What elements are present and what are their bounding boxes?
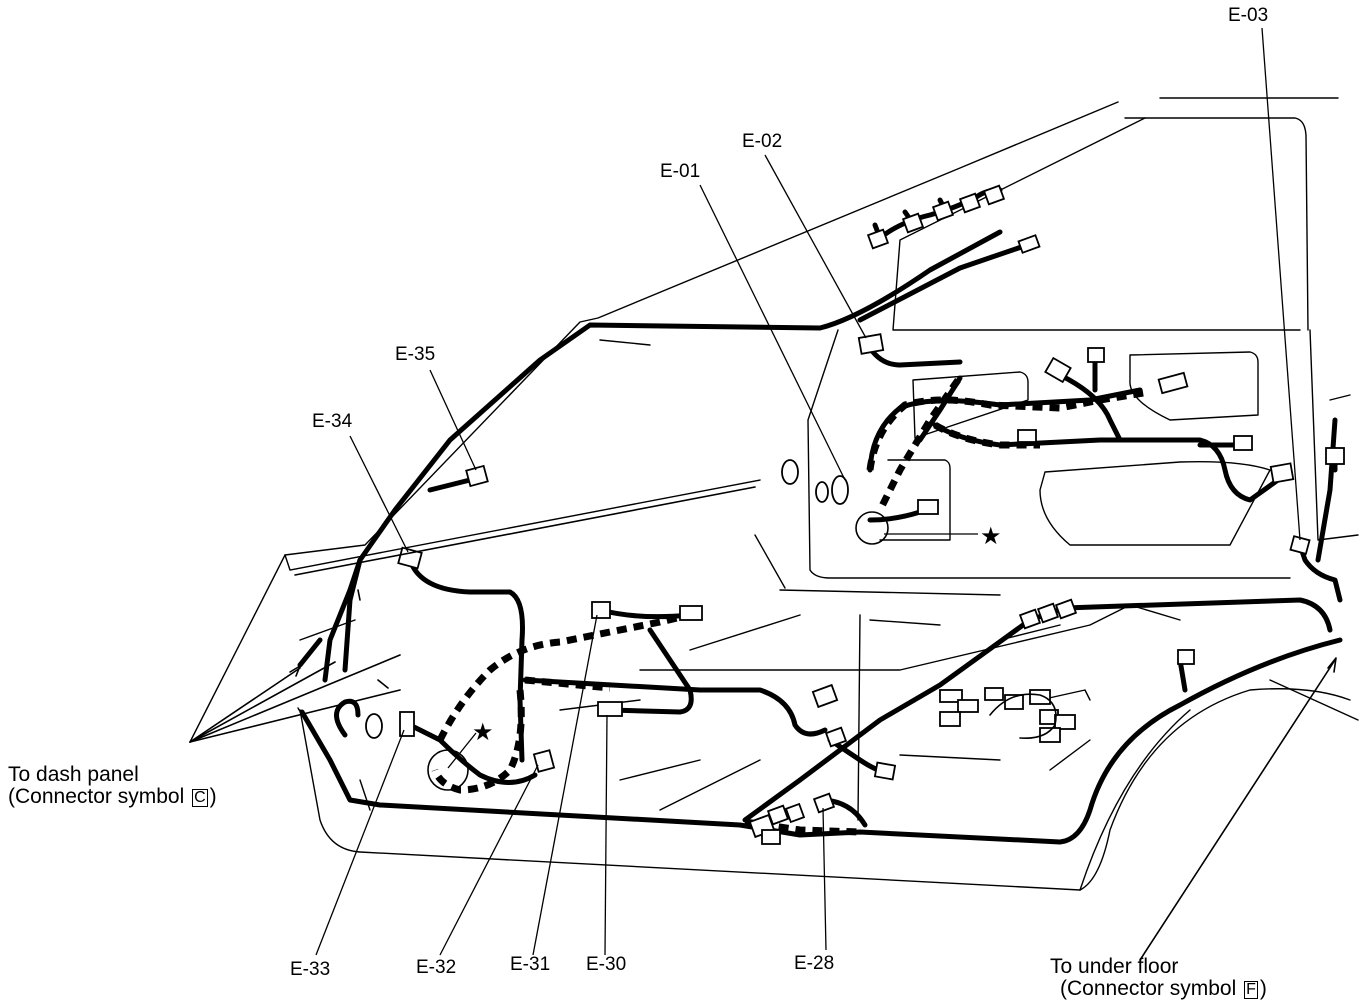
connector-label-e31: E-31 (510, 954, 551, 975)
vehicle-body-outline (189, 97, 1359, 891)
connector-label-e34: E-34 (312, 411, 353, 432)
connector-symbol-c: C (192, 789, 208, 807)
under-floor-note-prefix: (Connector symbol (1060, 977, 1237, 1000)
star-markers: ★ ★ (472, 522, 1002, 746)
dash-panel-note-line2: (Connector symbol C) (8, 786, 217, 808)
star-marker-dash: ★ (472, 718, 494, 746)
connector-label-e02: E-02 (742, 131, 783, 152)
connector-label-e32: E-32 (416, 957, 457, 978)
dash-panel-note-prefix: (Connector symbol (8, 785, 185, 808)
under-floor-note-suffix: ) (1259, 977, 1267, 1000)
connector-blocks (365, 184, 1345, 845)
pointer-arrows (189, 486, 1337, 961)
under-floor-note: To under floor (Connector symbol F) (1050, 956, 1267, 1000)
connector-label-e33: E-33 (290, 959, 331, 980)
connector-label-e30: E-30 (586, 954, 627, 975)
under-floor-note-line2: (Connector symbol F) (1050, 978, 1267, 1000)
connector-label-e01: E-01 (660, 161, 701, 182)
leader-lines (315, 27, 1301, 956)
connector-symbol-f: F (1244, 981, 1258, 999)
harness-bundles (297, 187, 1343, 845)
under-floor-note-line1: To under floor (1050, 955, 1179, 978)
connector-label-e03: E-03 (1228, 5, 1269, 26)
connector-label-e28: E-28 (794, 953, 835, 974)
star-marker-door: ★ (980, 522, 1002, 550)
dash-panel-note-suffix: ) (209, 785, 217, 808)
dash-panel-note: To dash panel (Connector symbol C) (8, 764, 217, 808)
connector-label-e35: E-35 (395, 344, 436, 365)
dash-panel-note-line1: To dash panel (8, 763, 139, 786)
